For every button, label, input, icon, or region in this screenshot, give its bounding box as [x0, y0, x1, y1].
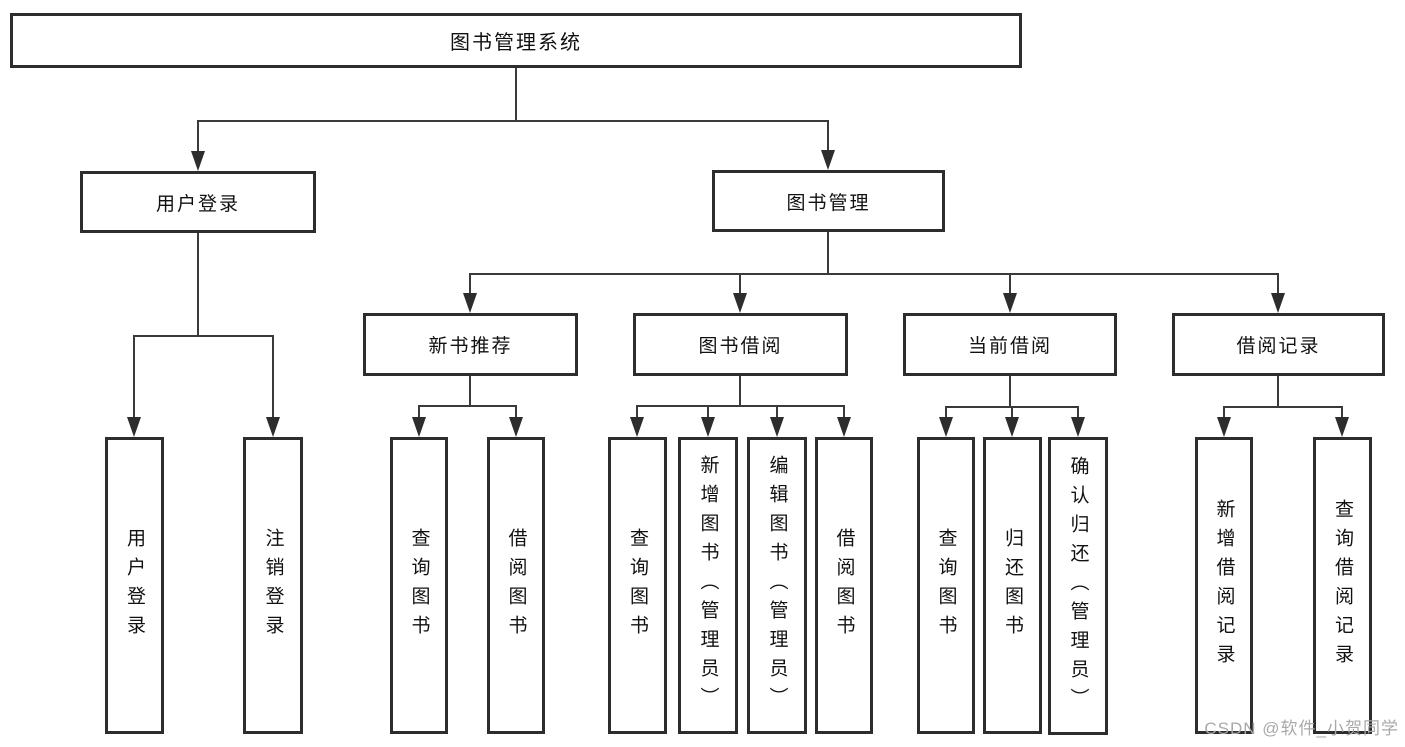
leaf-borrow-books-2: 借阅图书: [815, 437, 873, 734]
connector-recommend-stub-2: [515, 405, 517, 419]
connector-current-stub-2: [1011, 406, 1013, 419]
arrowhead-to-query-books-3: [939, 417, 953, 437]
leaf-confirm-return-admin-label: 确认归还（管理员）: [1067, 455, 1089, 717]
connector-recommend-stub-1: [418, 405, 420, 419]
leaf-return-books-label: 归还图书: [1002, 527, 1023, 644]
connector-current-stub-3: [1077, 406, 1079, 419]
leaf-borrow-books-1-label: 借阅图书: [505, 527, 527, 644]
connector-recommend-stem: [469, 376, 471, 405]
arrowhead-to-leaf-user-login: [127, 417, 141, 437]
connector-login-stub-right: [272, 335, 274, 419]
leaf-logout: 注销登录: [243, 437, 303, 734]
arrowhead-to-new-book-recommend: [463, 293, 477, 313]
leaf-edit-book-admin: 编辑图书（管理员）: [747, 437, 807, 734]
leaf-query-books-3: 查询图书: [917, 437, 975, 734]
node-new-book-recommend: 新书推荐: [363, 313, 578, 376]
arrowhead-to-borrow-books-1: [509, 417, 523, 437]
connector-borrowing-stub-1: [636, 405, 638, 419]
connector-mgmt-bar: [469, 273, 1279, 275]
connector-login-bar: [133, 335, 274, 337]
arrowhead-to-add-borrow-record: [1217, 417, 1231, 437]
connector-borrowing-stub-4: [843, 405, 845, 419]
connector-borrowing-stub-3: [776, 405, 778, 419]
connector-records-stem: [1277, 376, 1279, 406]
leaf-add-borrow-record-label: 新增借阅记录: [1213, 498, 1235, 673]
connector-root-stub-right: [827, 120, 829, 152]
leaf-confirm-return-admin: 确认归还（管理员）: [1048, 437, 1108, 735]
leaf-query-books-1-label: 查询图书: [408, 527, 430, 644]
connector-borrowing-bar: [636, 405, 845, 407]
connector-root-bar: [197, 120, 829, 122]
leaf-query-books-3-label: 查询图书: [935, 527, 957, 644]
connector-recommend-bar: [418, 405, 517, 407]
node-book-borrowing: 图书借阅: [633, 313, 848, 376]
leaf-add-book-admin: 新增图书（管理员）: [678, 437, 738, 734]
connector-root-stem: [515, 68, 517, 120]
connector-mgmt-stub-4: [1277, 273, 1279, 295]
leaf-add-book-admin-label: 新增图书（管理员）: [697, 455, 719, 716]
connector-mgmt-stub-2: [739, 273, 741, 295]
leaf-add-borrow-record: 新增借阅记录: [1195, 437, 1253, 734]
connector-login-stub-left: [133, 335, 135, 419]
leaf-edit-book-admin-label: 编辑图书（管理员）: [766, 455, 788, 716]
arrowhead-to-return-books: [1005, 417, 1019, 437]
connector-borrowing-stub-2: [707, 405, 709, 419]
arrowhead-to-query-books-2: [630, 417, 644, 437]
connector-records-stub-1: [1223, 406, 1225, 419]
leaf-user-login: 用户登录: [105, 437, 164, 734]
node-book-management: 图书管理: [712, 170, 945, 232]
arrowhead-to-book-borrowing: [733, 293, 747, 313]
leaf-user-login-label: 用户登录: [124, 527, 145, 644]
watermark-text: CSDN @软件_小贺同学: [1204, 719, 1399, 738]
node-borrowing-records: 借阅记录: [1172, 313, 1385, 376]
node-library-management-system: 图书管理系统: [10, 13, 1022, 68]
connector-current-stub-1: [945, 406, 947, 419]
leaf-borrow-books-2-label: 借阅图书: [833, 527, 855, 644]
connector-mgmt-stem: [827, 232, 829, 273]
leaf-query-borrow-record-label: 查询借阅记录: [1332, 498, 1353, 673]
connector-borrowing-stem: [739, 376, 741, 405]
connector-records-bar: [1223, 406, 1343, 408]
connector-records-stub-2: [1341, 406, 1343, 419]
arrowhead-to-user-login: [191, 151, 205, 171]
arrowhead-to-query-borrow-record: [1335, 417, 1349, 437]
arrowhead-to-add-book-admin: [701, 417, 715, 437]
arrowhead-to-confirm-return-admin: [1071, 417, 1085, 437]
leaf-borrow-books-1: 借阅图书: [487, 437, 545, 734]
leaf-query-borrow-record: 查询借阅记录: [1313, 437, 1372, 734]
connector-root-stub-left: [197, 120, 199, 153]
leaf-query-books-1: 查询图书: [390, 437, 448, 734]
node-user-login: 用户登录: [80, 171, 316, 233]
arrowhead-to-leaf-logout: [266, 417, 280, 437]
arrowhead-to-borrow-books-2: [837, 417, 851, 437]
connector-mgmt-stub-3: [1009, 273, 1011, 295]
leaf-return-books: 归还图书: [983, 437, 1042, 734]
node-current-borrowing: 当前借阅: [903, 313, 1117, 376]
leaf-query-books-2-label: 查询图书: [627, 527, 648, 644]
arrowhead-to-current-borrowing: [1003, 293, 1017, 313]
arrowhead-to-edit-book-admin: [770, 417, 784, 437]
connector-login-stem: [197, 233, 199, 335]
connector-current-stem: [1009, 376, 1011, 406]
connector-mgmt-stub-1: [469, 273, 471, 295]
leaf-logout-label: 注销登录: [262, 527, 284, 644]
arrowhead-to-borrowing-records: [1271, 293, 1285, 313]
leaf-query-books-2: 查询图书: [608, 437, 667, 734]
arrowhead-to-book-management: [821, 150, 835, 170]
arrowhead-to-query-books-1: [412, 417, 426, 437]
